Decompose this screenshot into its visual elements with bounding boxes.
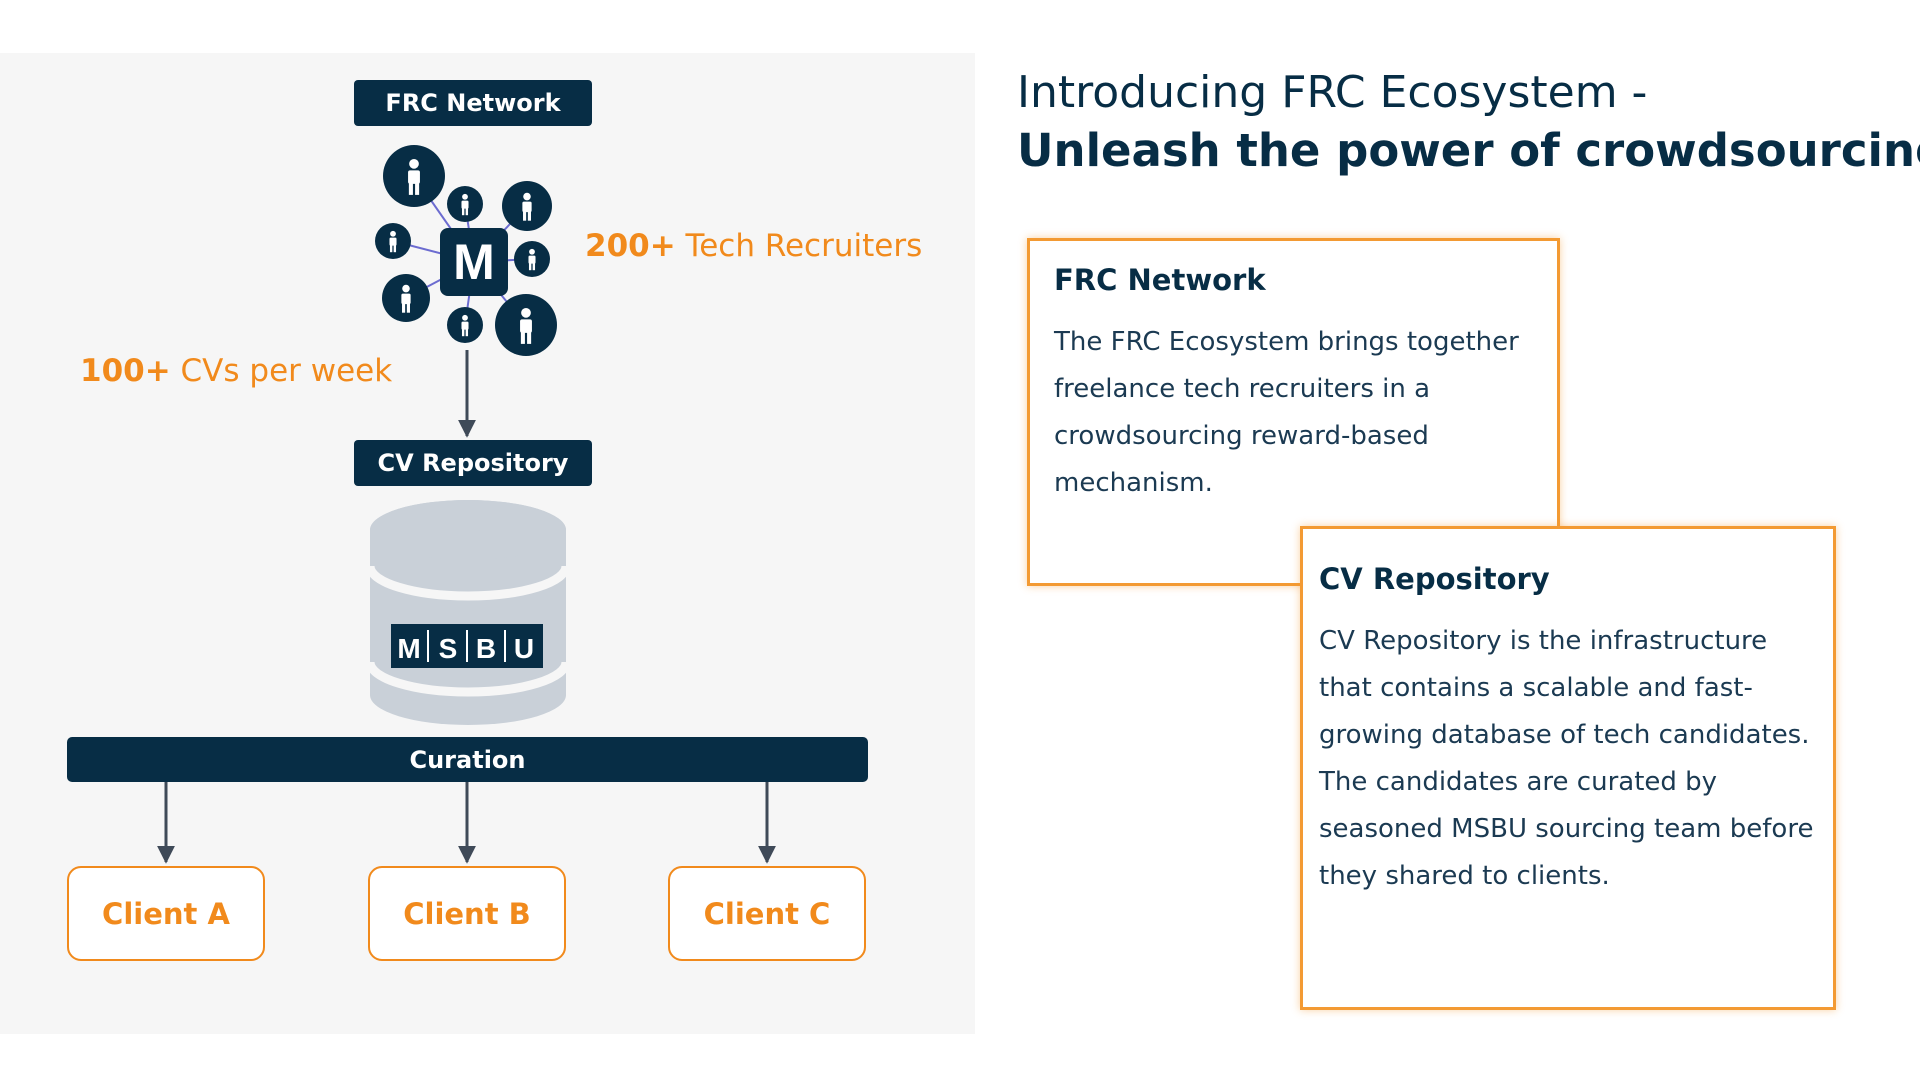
client-a-box: Client A: [67, 866, 265, 961]
person-icon: [495, 294, 557, 356]
database-logo-letter: M: [397, 633, 420, 664]
network-hub: [440, 228, 508, 296]
database-logo-letter: S: [439, 633, 458, 664]
recruiters-stat-value: 200+: [585, 228, 676, 264]
ecosystem-diagram: M M S B U: [157, 145, 776, 864]
frc-network-card-title: FRC Network: [1054, 263, 1266, 297]
cv-repository-card-title: CV Repository: [1319, 562, 1550, 596]
page-heading: Introducing FRC Ecosystem - Unleash the …: [1017, 64, 1920, 180]
database-logo-letter: B: [476, 633, 496, 664]
cvs-stat-label: CVs per week: [170, 353, 393, 389]
database-icon: M S B U: [365, 500, 571, 725]
person-icon: [502, 181, 552, 231]
heading-line1: Introducing FRC Ecosystem -: [1017, 67, 1648, 118]
cv-repository-card: CV Repository CV Repository is the infra…: [1300, 526, 1836, 1010]
person-icon: [447, 186, 483, 222]
client-b-box: Client B: [368, 866, 566, 961]
frc-network-node: FRC Network: [354, 80, 592, 126]
frc-network-card-body: The FRC Ecosystem brings together freela…: [1054, 327, 1519, 498]
person-icon: [382, 274, 430, 322]
client-c-box: Client C: [668, 866, 866, 961]
heading-line2: Unleash the power of crowdsourcing: [1017, 124, 1920, 177]
cv-repository-card-body: CV Repository is the infrastructure that…: [1319, 626, 1814, 891]
person-icon: [375, 223, 411, 259]
recruiters-stat: 200+ Tech Recruiters: [585, 228, 922, 264]
person-icon: [383, 145, 445, 207]
recruiters-stat-label: Tech Recruiters: [675, 228, 923, 264]
curation-bar: Curation: [67, 737, 868, 782]
hub-letter: M: [453, 234, 495, 290]
person-icon: [514, 241, 550, 277]
cv-repository-node: CV Repository: [354, 440, 592, 486]
cvs-stat: 100+ CVs per week: [80, 353, 392, 389]
database-logo-letter: U: [514, 633, 534, 664]
cvs-stat-value: 100+: [80, 353, 171, 389]
person-icon: [447, 307, 483, 343]
